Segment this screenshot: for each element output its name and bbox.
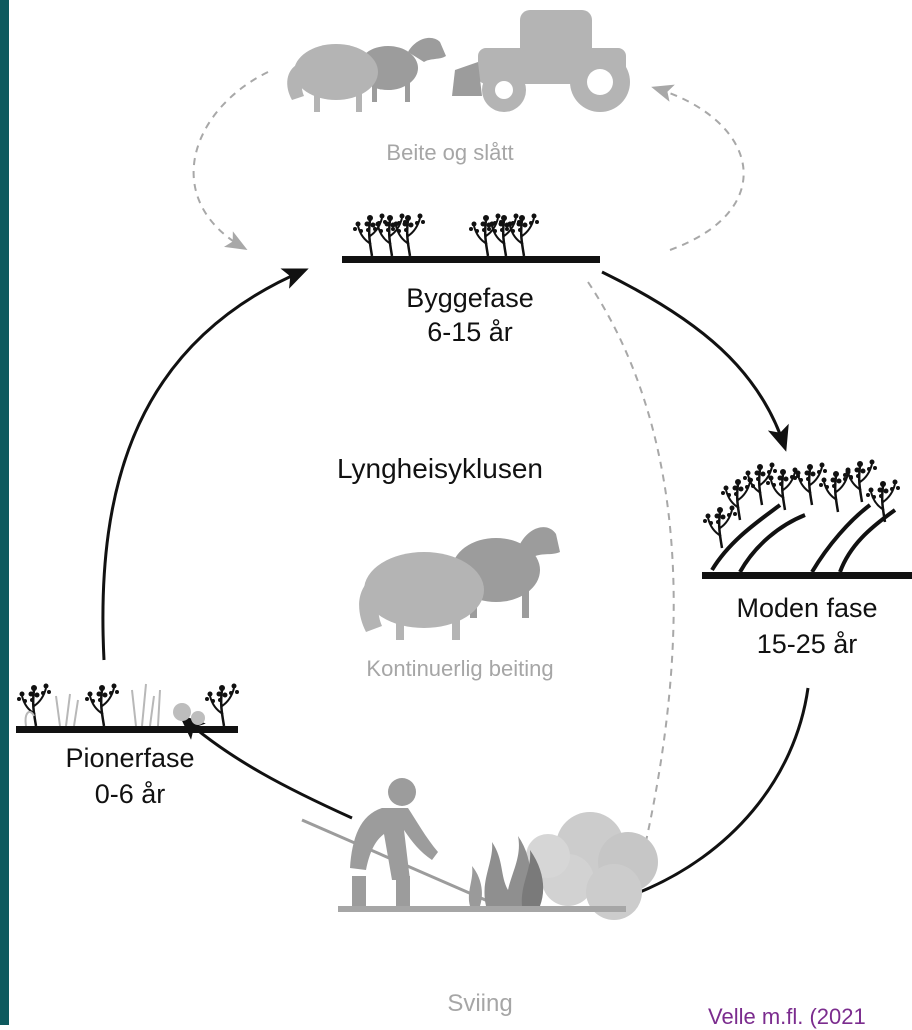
mature-phase-duration: 15-25 år [702, 628, 912, 660]
dashed-arrow-building-to-burning [588, 282, 674, 876]
pioneer-phase-name: Pionerfase [10, 742, 250, 774]
person-burning-icon [302, 778, 490, 906]
diagram-title: Lyngheisyklusen [290, 452, 590, 486]
heather-icon [342, 214, 600, 264]
tractor-icon [452, 10, 630, 112]
building-phase-duration: 6-15 år [320, 316, 620, 348]
pioneer-phase-duration: 0-6 år [10, 778, 250, 810]
ground-line-burning [338, 906, 626, 912]
sheep-icon [287, 38, 446, 112]
dashed-arrow-building-to-mowing [655, 88, 744, 250]
mature-phase-name: Moden fase [702, 592, 912, 624]
heather-icon [16, 684, 239, 734]
top-practice-label: Beite og slått [330, 140, 570, 166]
heather-icon [702, 460, 912, 580]
arrow-building-to-mature [602, 272, 785, 448]
bottom-practice-label: Sviing [360, 990, 600, 1019]
arrow-mature-to-burning [640, 688, 808, 892]
center-practice-label: Kontinuerlig beiting [310, 656, 610, 682]
dashed-arrow-grazing-to-building [194, 72, 268, 248]
sheep-icon [359, 527, 560, 640]
citation-text: Velle m.fl. (2021 [708, 1004, 866, 1030]
building-phase-name: Byggefase [320, 282, 620, 314]
arrow-pioneer-to-building [103, 270, 305, 660]
smoke-icon [526, 812, 658, 920]
